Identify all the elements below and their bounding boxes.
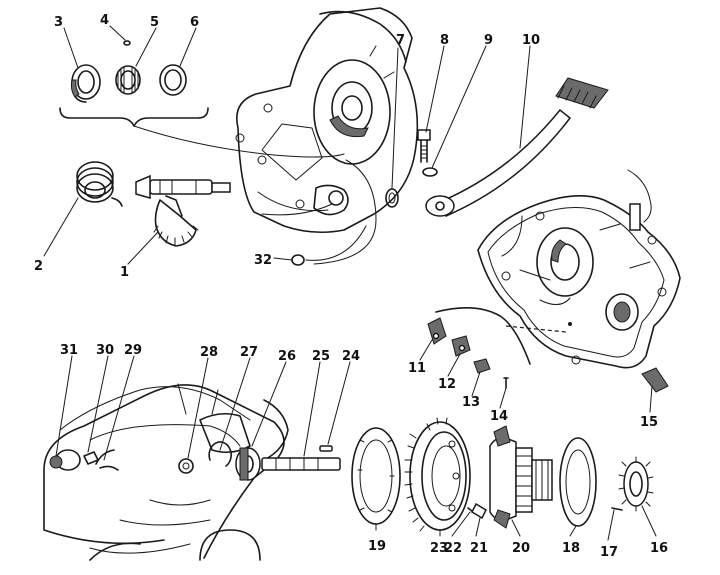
part-11-bracket xyxy=(427,317,447,345)
callout-2: 2 xyxy=(34,259,43,274)
part-6-seal-ring xyxy=(159,64,187,96)
callout-31: 31 xyxy=(60,343,78,358)
part-30-gasket xyxy=(83,451,99,465)
part-27-circlip xyxy=(208,441,232,467)
part-7-washer xyxy=(385,188,399,208)
part-29-fork xyxy=(95,449,119,471)
callout-28: 28 xyxy=(200,345,218,360)
callout-21: 21 xyxy=(470,541,488,556)
part-10-kickstart-lever xyxy=(425,77,609,217)
callout-14: 14 xyxy=(490,409,508,424)
callout-18: 18 xyxy=(562,541,580,556)
part-24-key xyxy=(319,445,333,452)
part-14-screw xyxy=(503,377,509,389)
part-16-gear xyxy=(618,456,654,512)
callout-3: 3 xyxy=(54,15,63,30)
part-21-pinion xyxy=(471,502,487,520)
part-2-return-spring xyxy=(76,161,123,207)
callout-25: 25 xyxy=(312,349,330,364)
callout-29: 29 xyxy=(124,343,142,358)
callout-32: 32 xyxy=(254,253,272,268)
callout-6: 6 xyxy=(190,15,199,30)
part-8-bolt xyxy=(417,129,431,163)
callout-20: 20 xyxy=(512,541,530,556)
callout-9: 9 xyxy=(484,33,493,48)
part-15-bracket xyxy=(641,367,669,393)
part-3-oil-seal xyxy=(70,64,101,103)
callout-labels: 3 4 5 6 2 1 32 7 8 9 10 11 12 13 14 15 3… xyxy=(34,13,668,560)
callout-16: 16 xyxy=(650,541,668,556)
callout-8: 8 xyxy=(440,33,449,48)
part-31-plug xyxy=(49,455,63,469)
brackets-grouping-line xyxy=(435,307,531,365)
callout-7: 7 xyxy=(396,33,405,48)
callout-24: 24 xyxy=(342,349,360,364)
callout-17: 17 xyxy=(600,545,618,560)
part-25-shaft xyxy=(261,457,341,471)
gearbox-housing xyxy=(43,383,289,561)
part-26-bearing xyxy=(235,447,261,481)
callout-13: 13 xyxy=(462,395,480,410)
part-18-shim xyxy=(559,437,597,527)
part-4-pin xyxy=(123,40,131,46)
callout-4: 4 xyxy=(100,13,109,28)
part-17-pin xyxy=(611,507,623,511)
callout-22: 22 xyxy=(444,541,462,556)
crankcase-half xyxy=(477,169,681,369)
part-20-differential-carrier xyxy=(489,425,553,529)
part-13-plate xyxy=(473,358,491,374)
part-9-washer xyxy=(422,167,438,177)
part-19-shim xyxy=(351,427,401,525)
callout-19: 19 xyxy=(368,539,386,554)
callout-12: 12 xyxy=(438,377,456,392)
callout-15: 15 xyxy=(640,415,658,430)
callout-26: 26 xyxy=(278,349,296,364)
callout-30: 30 xyxy=(96,343,114,358)
part-5-needle-bearing xyxy=(115,65,141,95)
callout-27: 27 xyxy=(240,345,258,360)
part-23-ring-gear xyxy=(404,417,471,532)
bearing-set-bracket xyxy=(59,107,345,158)
callout-23: 23 xyxy=(430,541,448,556)
part-12-bracket xyxy=(451,335,471,357)
callout-1: 1 xyxy=(120,265,129,280)
callout-10: 10 xyxy=(522,33,540,48)
callout-5: 5 xyxy=(150,15,159,30)
part-1-kickstart-shaft xyxy=(135,174,231,247)
leader-lines xyxy=(43,25,657,541)
callout-11: 11 xyxy=(408,361,426,376)
clutch-cover-housing xyxy=(235,7,419,265)
